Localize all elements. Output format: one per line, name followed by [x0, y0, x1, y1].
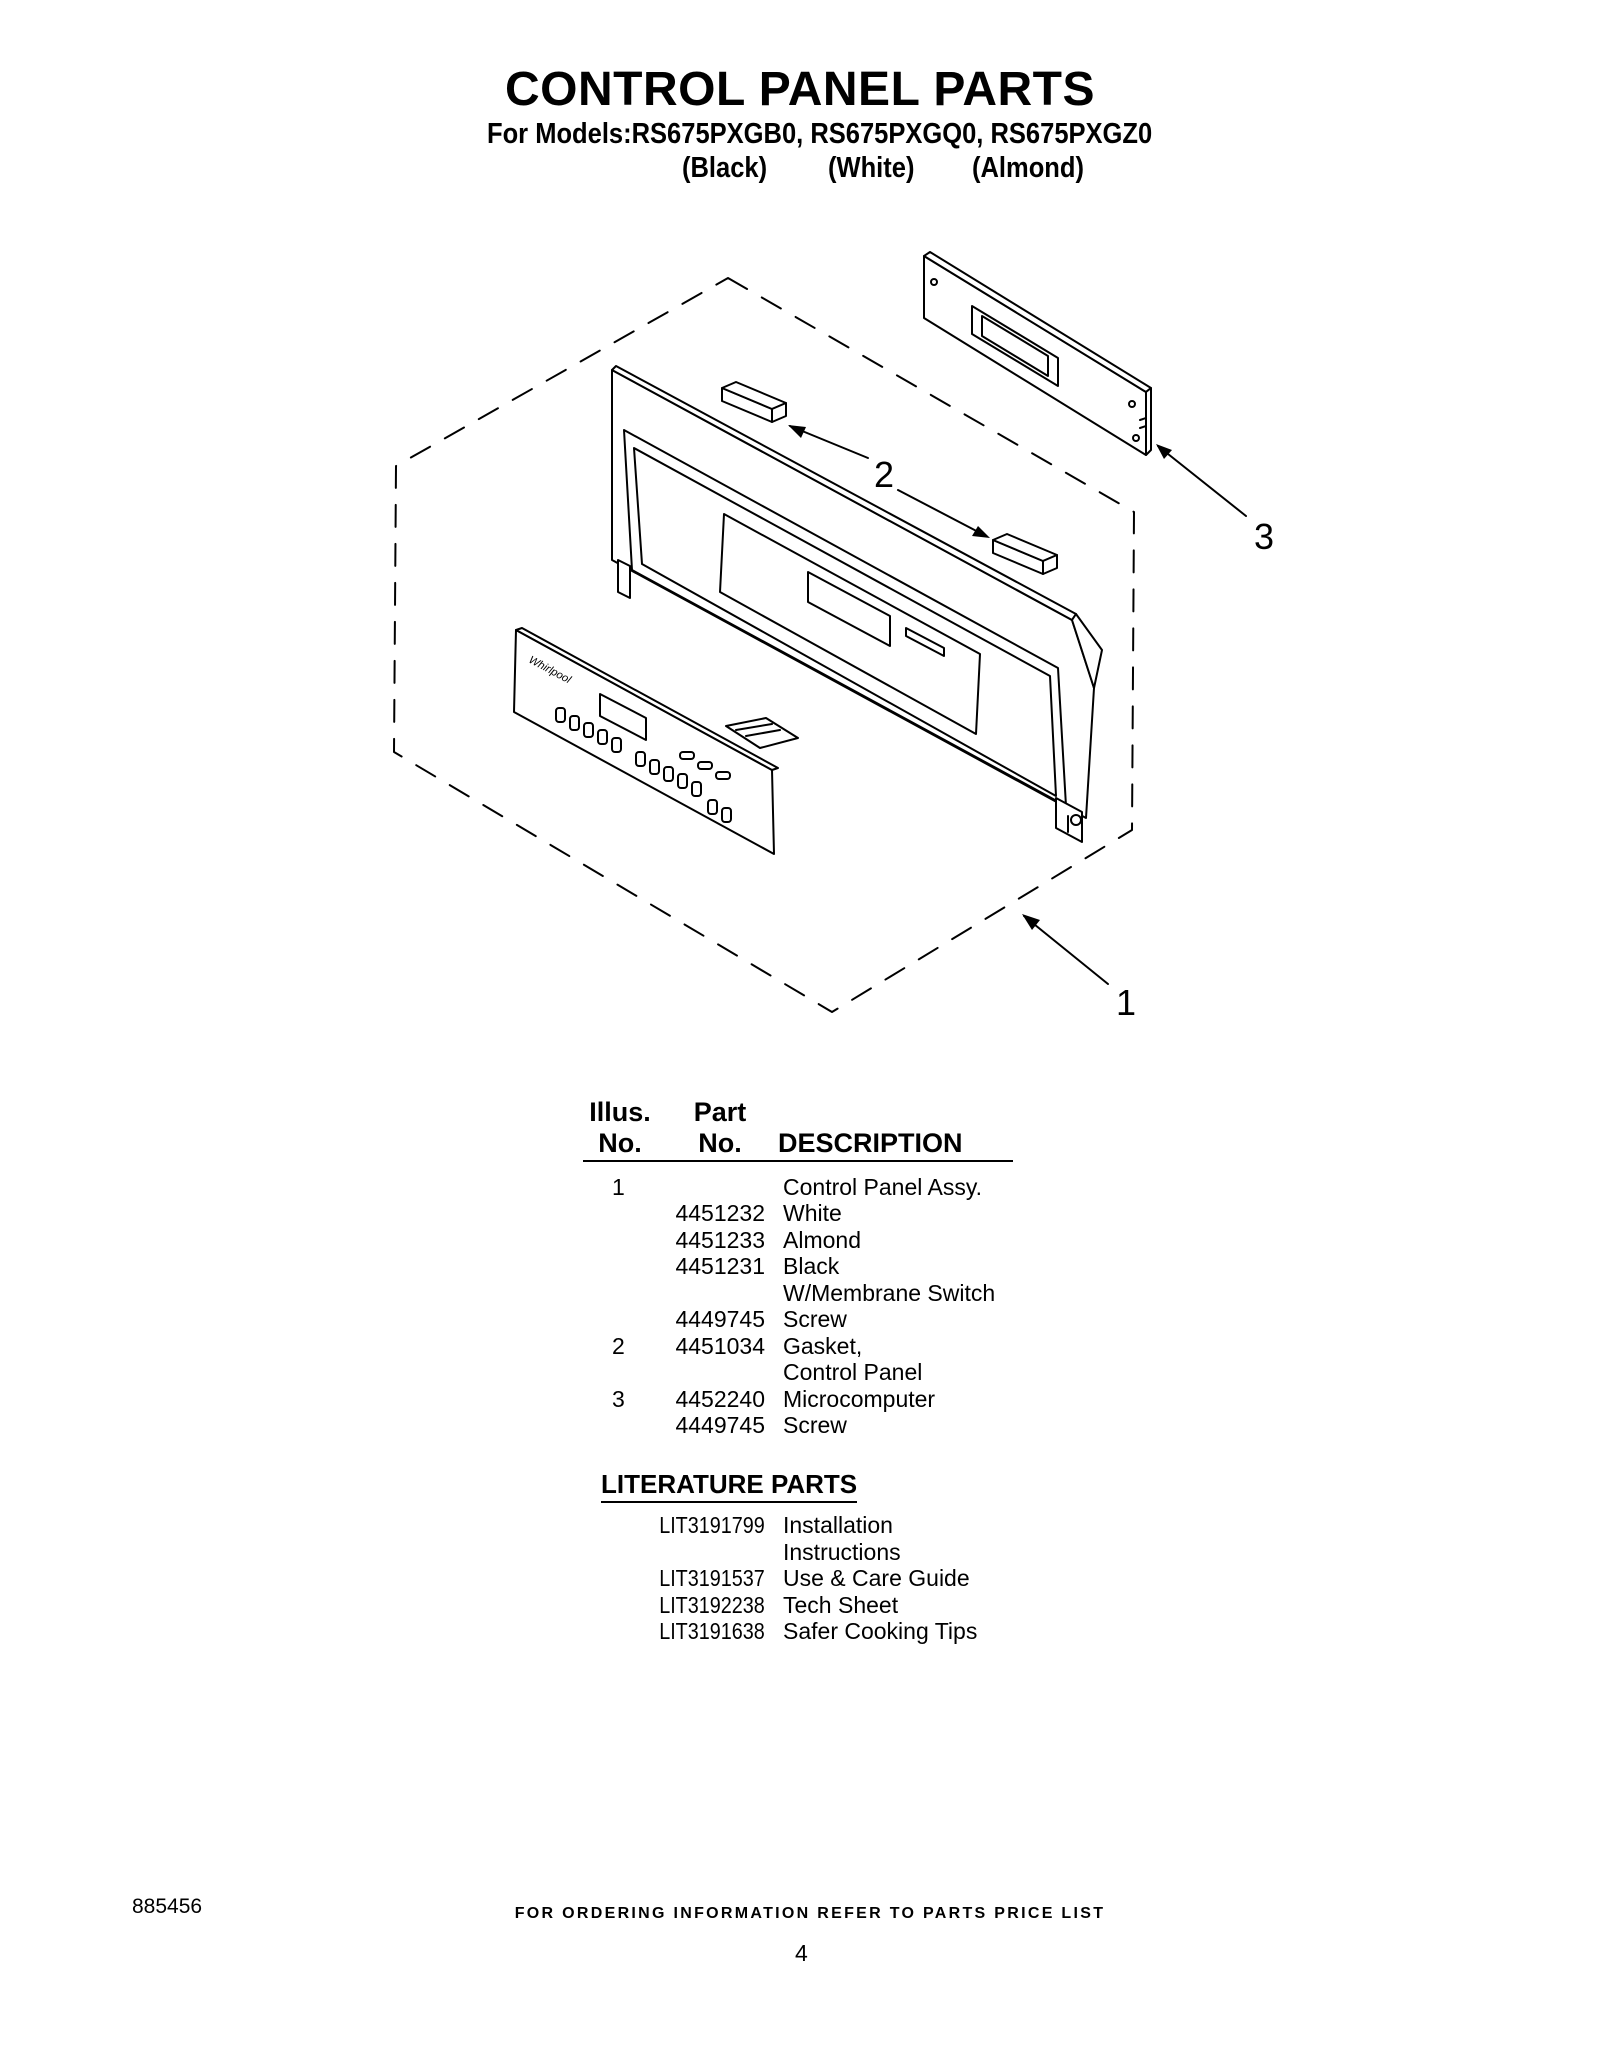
page-title: CONTROL PANEL PARTS	[505, 63, 1095, 116]
keypad-buttons	[555, 707, 732, 823]
microcomputer-board	[923, 251, 1152, 456]
gasket-top	[721, 381, 787, 423]
table-row: Control Panel	[783, 1359, 923, 1385]
callout-2: 2	[874, 454, 895, 495]
membrane-switch-keypad: Whirlpool	[513, 627, 799, 855]
header-part-no: Part No.	[693, 1097, 747, 1158]
page-number: 4	[795, 1940, 808, 1966]
header-illus-no: Illus. No.	[589, 1097, 651, 1158]
gasket-bottom	[992, 533, 1058, 575]
color-white: (White)	[828, 152, 915, 184]
color-almond: (Almond)	[972, 152, 1084, 184]
ordering-info-note: FOR ORDERING INFORMATION REFER TO PARTS …	[514, 1905, 1106, 1922]
table-row: W/Membrane Switch	[783, 1280, 996, 1306]
control-panel-housing	[611, 365, 1103, 843]
callout-3: 3	[1254, 516, 1275, 557]
exploded-parts-diagram: Whirlpool	[393, 251, 1247, 1013]
color-black: (Black)	[682, 152, 768, 184]
header-rule	[583, 1160, 1013, 1162]
literature-row: Instructions	[783, 1539, 901, 1565]
dashed-assembly-outline	[393, 277, 1135, 1013]
header-description: DESCRIPTION	[778, 1128, 963, 1158]
leader-arrows	[788, 425, 1247, 985]
literature-parts-title: LITERATURE PARTS	[601, 1469, 858, 1503]
document-number: 885456	[132, 1895, 203, 1918]
models-line: For Models:RS675PXGB0, RS675PXGQ0, RS675…	[487, 118, 1153, 150]
callout-1: 1	[1116, 982, 1137, 1023]
